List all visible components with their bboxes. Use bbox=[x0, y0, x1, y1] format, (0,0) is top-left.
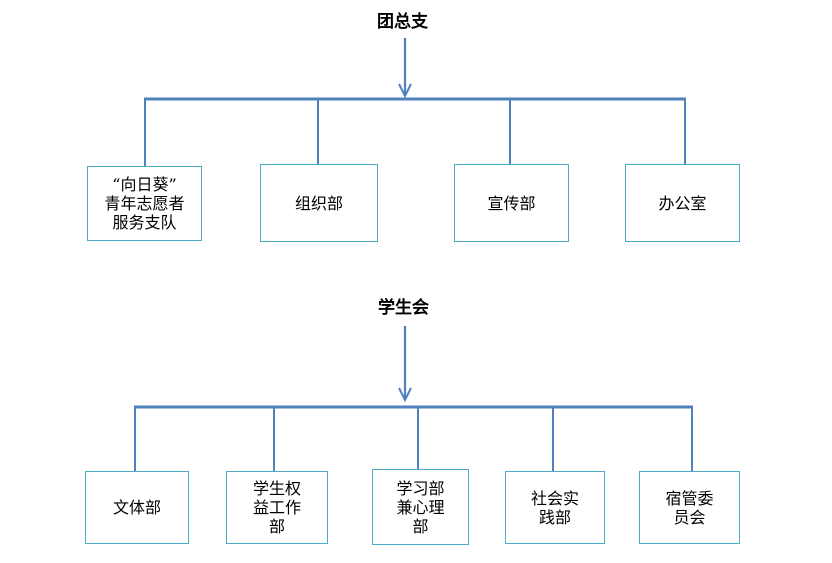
dept-line: 组织部 bbox=[294, 193, 343, 213]
league-branch-title: 团总支 bbox=[377, 12, 428, 32]
dept-line: 办公室 bbox=[658, 193, 707, 213]
dept-office: 办公室 bbox=[625, 164, 740, 242]
dept-publicity: 宣传部 bbox=[454, 164, 569, 242]
dept-line: 青年志愿者 bbox=[104, 194, 185, 213]
dept-organization: 组织部 bbox=[260, 164, 378, 242]
dept-dorm-committee: 宿管委 员会 bbox=[639, 471, 740, 544]
dept-line: 践部 bbox=[538, 507, 571, 527]
dept-line: “向日葵” bbox=[112, 175, 177, 194]
dept-study-psychology: 学习部 兼心理 部 bbox=[372, 469, 469, 545]
dept-volunteer-team: “向日葵” 青年志愿者 服务支队 bbox=[87, 166, 202, 241]
dept-line: 学生权 bbox=[252, 479, 301, 498]
dept-culture-sports: 文体部 bbox=[85, 471, 189, 544]
dept-line: 员会 bbox=[673, 507, 706, 527]
dept-line: 服务支队 bbox=[112, 213, 177, 232]
dept-line: 部 bbox=[268, 517, 285, 536]
dept-social-practice: 社会实 践部 bbox=[505, 471, 605, 544]
dept-line: 宣传部 bbox=[487, 193, 536, 213]
dept-line: 宿管委 bbox=[665, 488, 714, 508]
student-union-title: 学生会 bbox=[378, 298, 429, 318]
dept-line: 学习部 bbox=[396, 478, 445, 498]
dept-student-rights: 学生权 益工作 部 bbox=[226, 471, 328, 544]
dept-line: 文体部 bbox=[112, 498, 161, 517]
dept-line: 部 bbox=[412, 516, 429, 536]
dept-line: 兼心理 bbox=[396, 497, 445, 517]
dept-line: 社会实 bbox=[530, 488, 579, 508]
dept-line: 益工作 bbox=[252, 498, 301, 517]
